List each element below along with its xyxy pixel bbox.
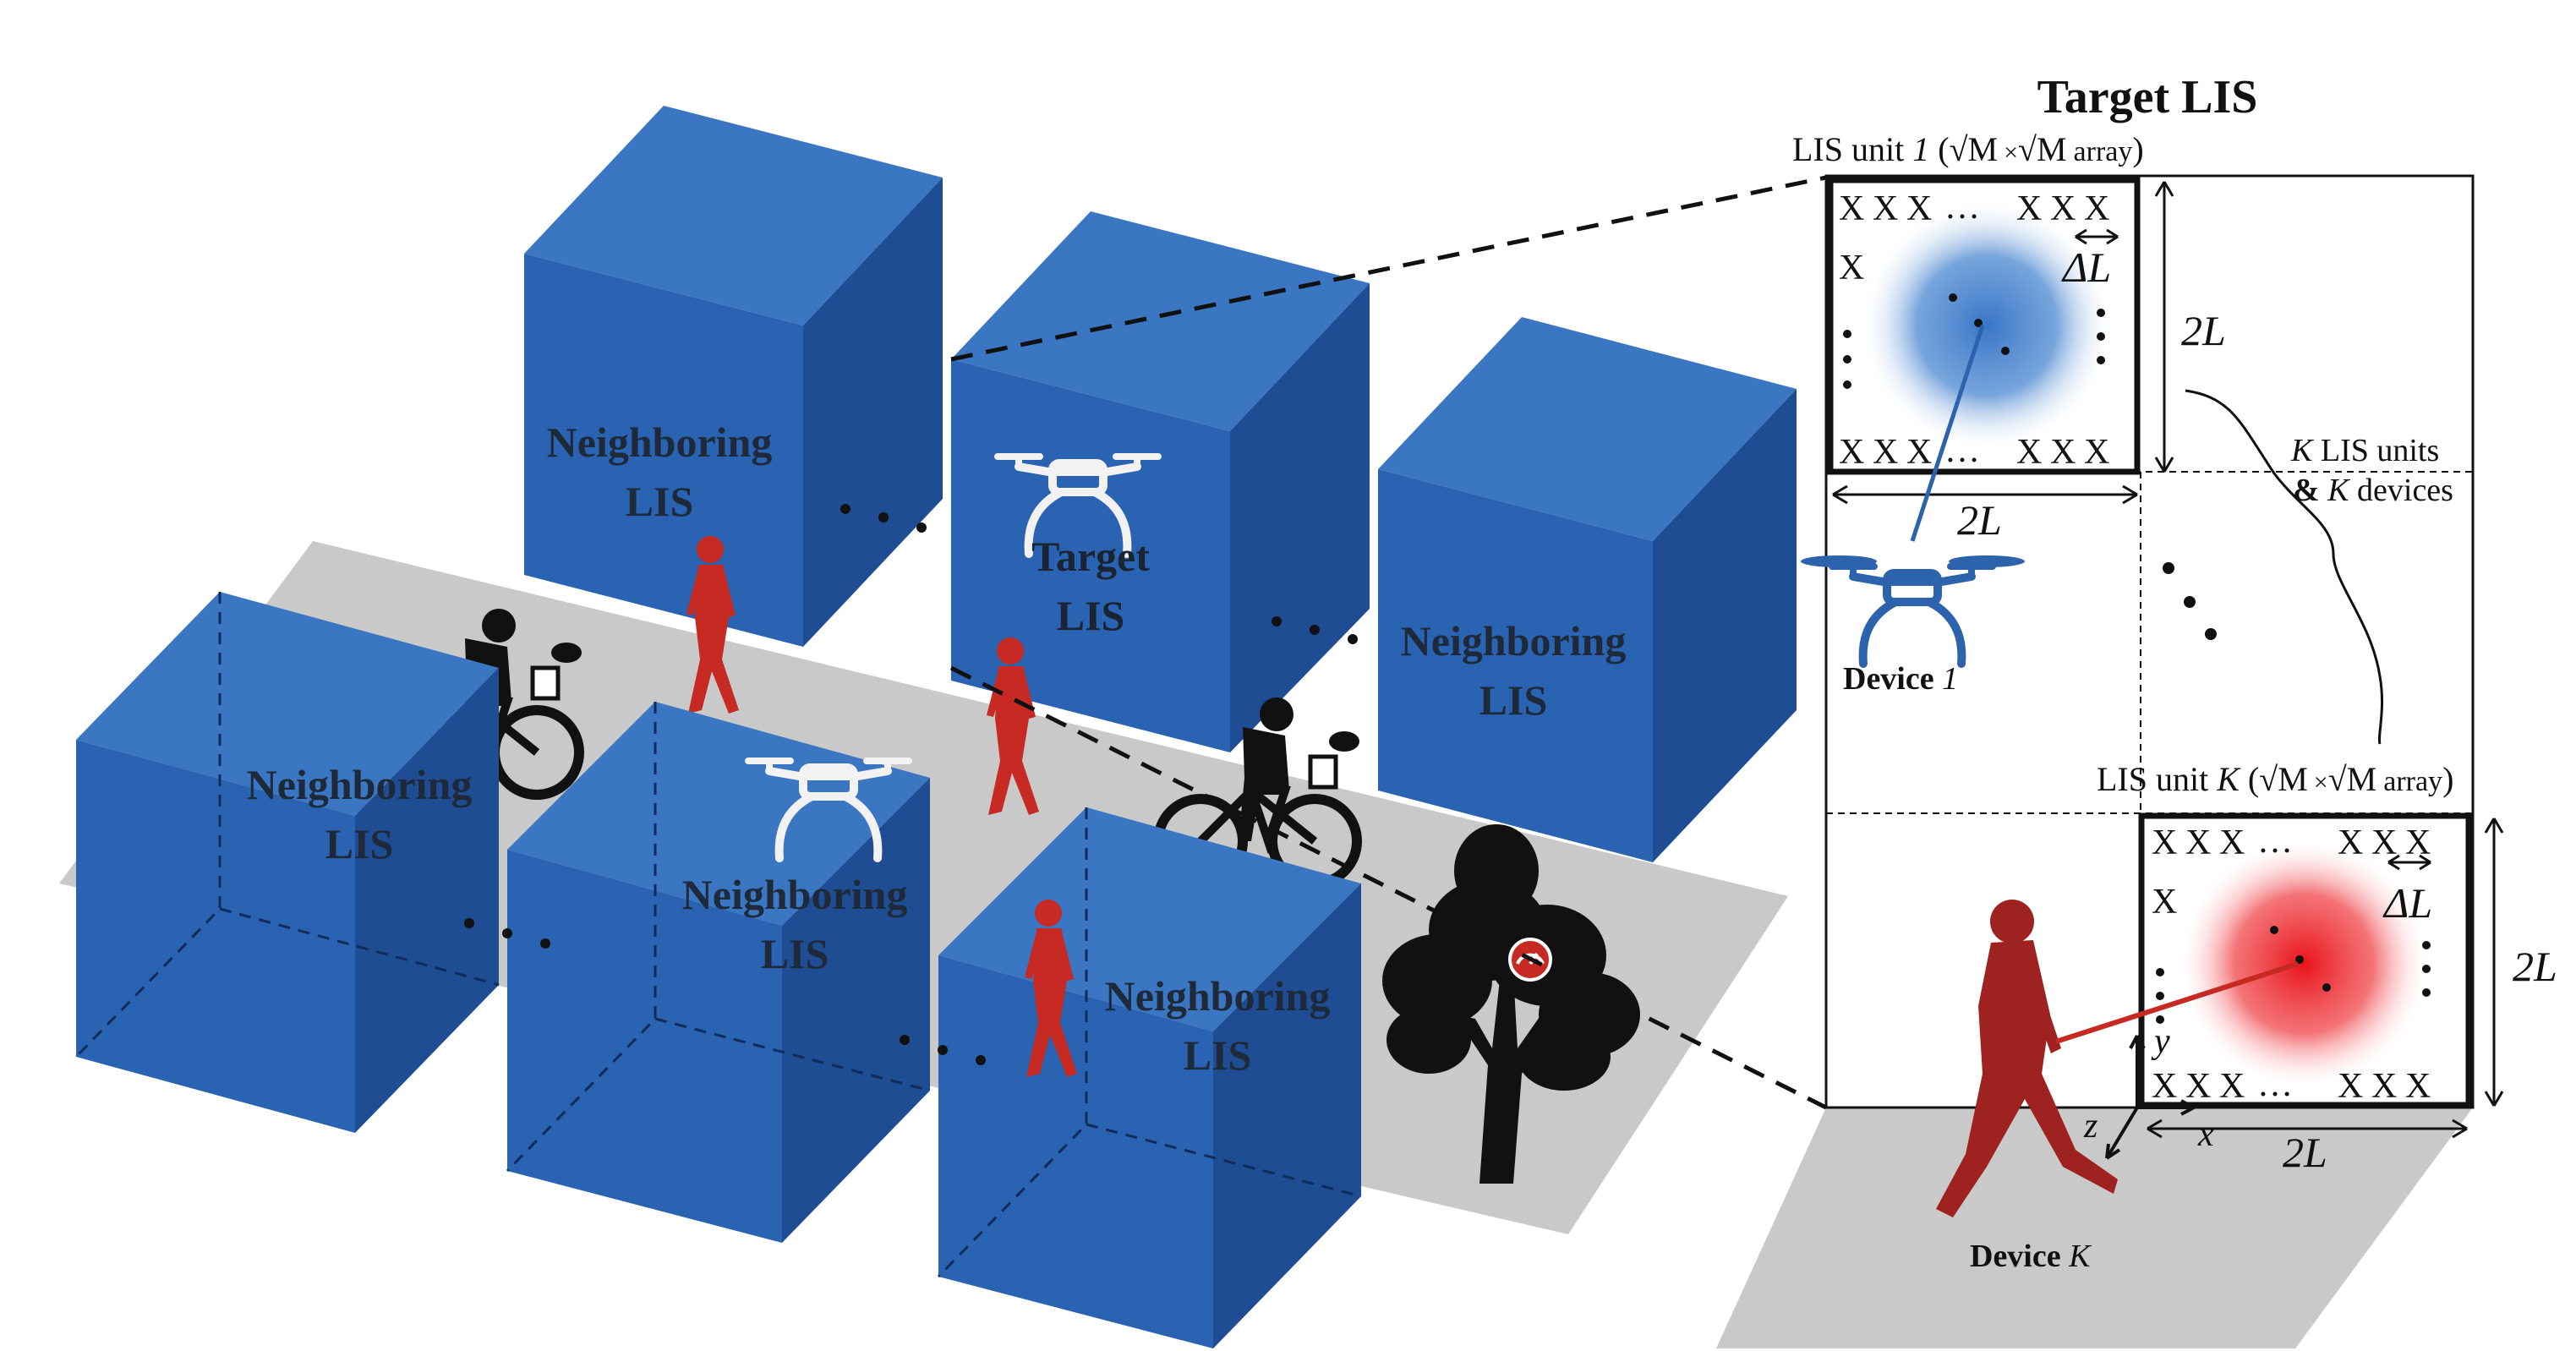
svg-text:X: X bbox=[2152, 1067, 2177, 1106]
unitK-side-h: 2L bbox=[2283, 1129, 2327, 1176]
unitK-label: LIS unit K (√M ×√M array) bbox=[2097, 760, 2453, 798]
label-neighboring-back-left-2: LIS bbox=[626, 478, 694, 525]
label-neighboring-front-middle-1: Neighboring bbox=[682, 871, 908, 918]
unit1-label: LIS unit 1 (√M ×√M array) bbox=[1792, 130, 2144, 168]
svg-text:X: X bbox=[2405, 1067, 2431, 1106]
svg-text:X: X bbox=[1873, 433, 1898, 472]
label-neighboring-back-right-2: LIS bbox=[1479, 676, 1548, 724]
svg-text:…: … bbox=[1944, 431, 1980, 470]
unit1-side-v: 2L bbox=[2181, 307, 2226, 354]
unitK-side-v: 2L bbox=[2513, 943, 2557, 990]
svg-text:X: X bbox=[1839, 249, 1864, 287]
brace bbox=[2185, 389, 2384, 745]
label-neighboring-back-left-1: Neighboring bbox=[547, 418, 773, 466]
device-1-rotors bbox=[1801, 555, 2025, 567]
device-k-person-icon bbox=[1936, 900, 2118, 1217]
svg-text:X: X bbox=[2016, 433, 2042, 472]
svg-text:ΔL: ΔL bbox=[2061, 243, 2111, 291]
ellipsis-dots-front bbox=[464, 918, 986, 1065]
label-neighboring-front-right-1: Neighboring bbox=[1105, 972, 1331, 1020]
label-neighboring-front-left-2: LIS bbox=[325, 820, 394, 867]
svg-text:X: X bbox=[2405, 823, 2431, 862]
svg-text:ΔL: ΔL bbox=[2382, 879, 2432, 927]
svg-text:X: X bbox=[2084, 433, 2109, 472]
panel-title: Target LIS bbox=[2037, 71, 2258, 123]
svg-text:X: X bbox=[2152, 823, 2177, 862]
ellipsis-dots-units bbox=[2163, 562, 2217, 640]
units-note-line1: K LIS units bbox=[2290, 433, 2439, 468]
tree-icon bbox=[1382, 824, 1640, 1184]
axis-x: x bbox=[2197, 1115, 2214, 1154]
svg-text:X: X bbox=[2050, 189, 2076, 228]
label-neighboring-front-middle-2: LIS bbox=[761, 930, 829, 977]
svg-text:…: … bbox=[2257, 822, 2293, 861]
svg-text:…: … bbox=[2257, 1065, 2293, 1104]
unitK-dimensions bbox=[2147, 818, 2504, 1139]
device-k-link bbox=[2055, 961, 2299, 1044]
lis-unit-1: X X X … X X X X X X X … X X X ΔL bbox=[1827, 177, 2141, 475]
building-back-left bbox=[524, 106, 943, 647]
device-1-link bbox=[1910, 325, 1985, 542]
zoom-lines bbox=[949, 175, 1828, 1110]
svg-text:X: X bbox=[2050, 433, 2076, 472]
axis-z: z bbox=[2083, 1107, 2097, 1146]
unit1-side-h: 2L bbox=[1957, 496, 2002, 544]
svg-text:X: X bbox=[2185, 1067, 2211, 1106]
lis-unit-k: X X X … X X X X X X X … X X X ΔL bbox=[2138, 812, 2472, 1108]
label-neighboring-front-right-2: LIS bbox=[1184, 1031, 1252, 1079]
coordinate-axes bbox=[2105, 1035, 2195, 1160]
label-neighboring-front-left-1: Neighboring bbox=[247, 761, 473, 808]
svg-text:X: X bbox=[1839, 189, 1864, 228]
building-front-middle bbox=[506, 702, 931, 1243]
unit1-dimensions bbox=[1832, 181, 2174, 505]
building-back-right bbox=[1378, 317, 1797, 862]
building-front-left bbox=[74, 592, 500, 1133]
units-note-line2: & K devices bbox=[2293, 473, 2453, 508]
svg-text:X: X bbox=[2152, 883, 2177, 922]
svg-text:X: X bbox=[2185, 823, 2211, 862]
svg-text:…: … bbox=[1944, 188, 1980, 227]
svg-text:X: X bbox=[1906, 189, 1932, 228]
svg-text:X: X bbox=[2338, 823, 2363, 862]
building-labels: Neighboring LIS Target LIS Neighboring L… bbox=[247, 418, 1627, 1079]
svg-text:X: X bbox=[2371, 1067, 2397, 1106]
svg-text:X: X bbox=[1873, 189, 1898, 228]
building-front-right bbox=[937, 807, 1362, 1348]
ellipsis-dots-back bbox=[840, 504, 1358, 644]
svg-text:X: X bbox=[1839, 433, 1864, 472]
svg-text:X: X bbox=[2219, 1067, 2245, 1106]
svg-text:X: X bbox=[2084, 189, 2109, 228]
svg-text:X: X bbox=[2371, 823, 2397, 862]
label-target-1: Target bbox=[1031, 533, 1150, 580]
label-target-2: LIS bbox=[1057, 592, 1125, 639]
svg-text:X: X bbox=[2338, 1067, 2363, 1106]
svg-text:X: X bbox=[2016, 189, 2042, 228]
label-neighboring-back-right-1: Neighboring bbox=[1401, 617, 1627, 665]
svg-text:X: X bbox=[2219, 823, 2245, 862]
panel-ground bbox=[1716, 1108, 2473, 1348]
axis-y: y bbox=[2151, 1022, 2170, 1061]
svg-text:X: X bbox=[1906, 433, 1932, 472]
device-1-label: Device 1 bbox=[1843, 661, 1958, 697]
device-k-label: Device K bbox=[1970, 1239, 2092, 1274]
